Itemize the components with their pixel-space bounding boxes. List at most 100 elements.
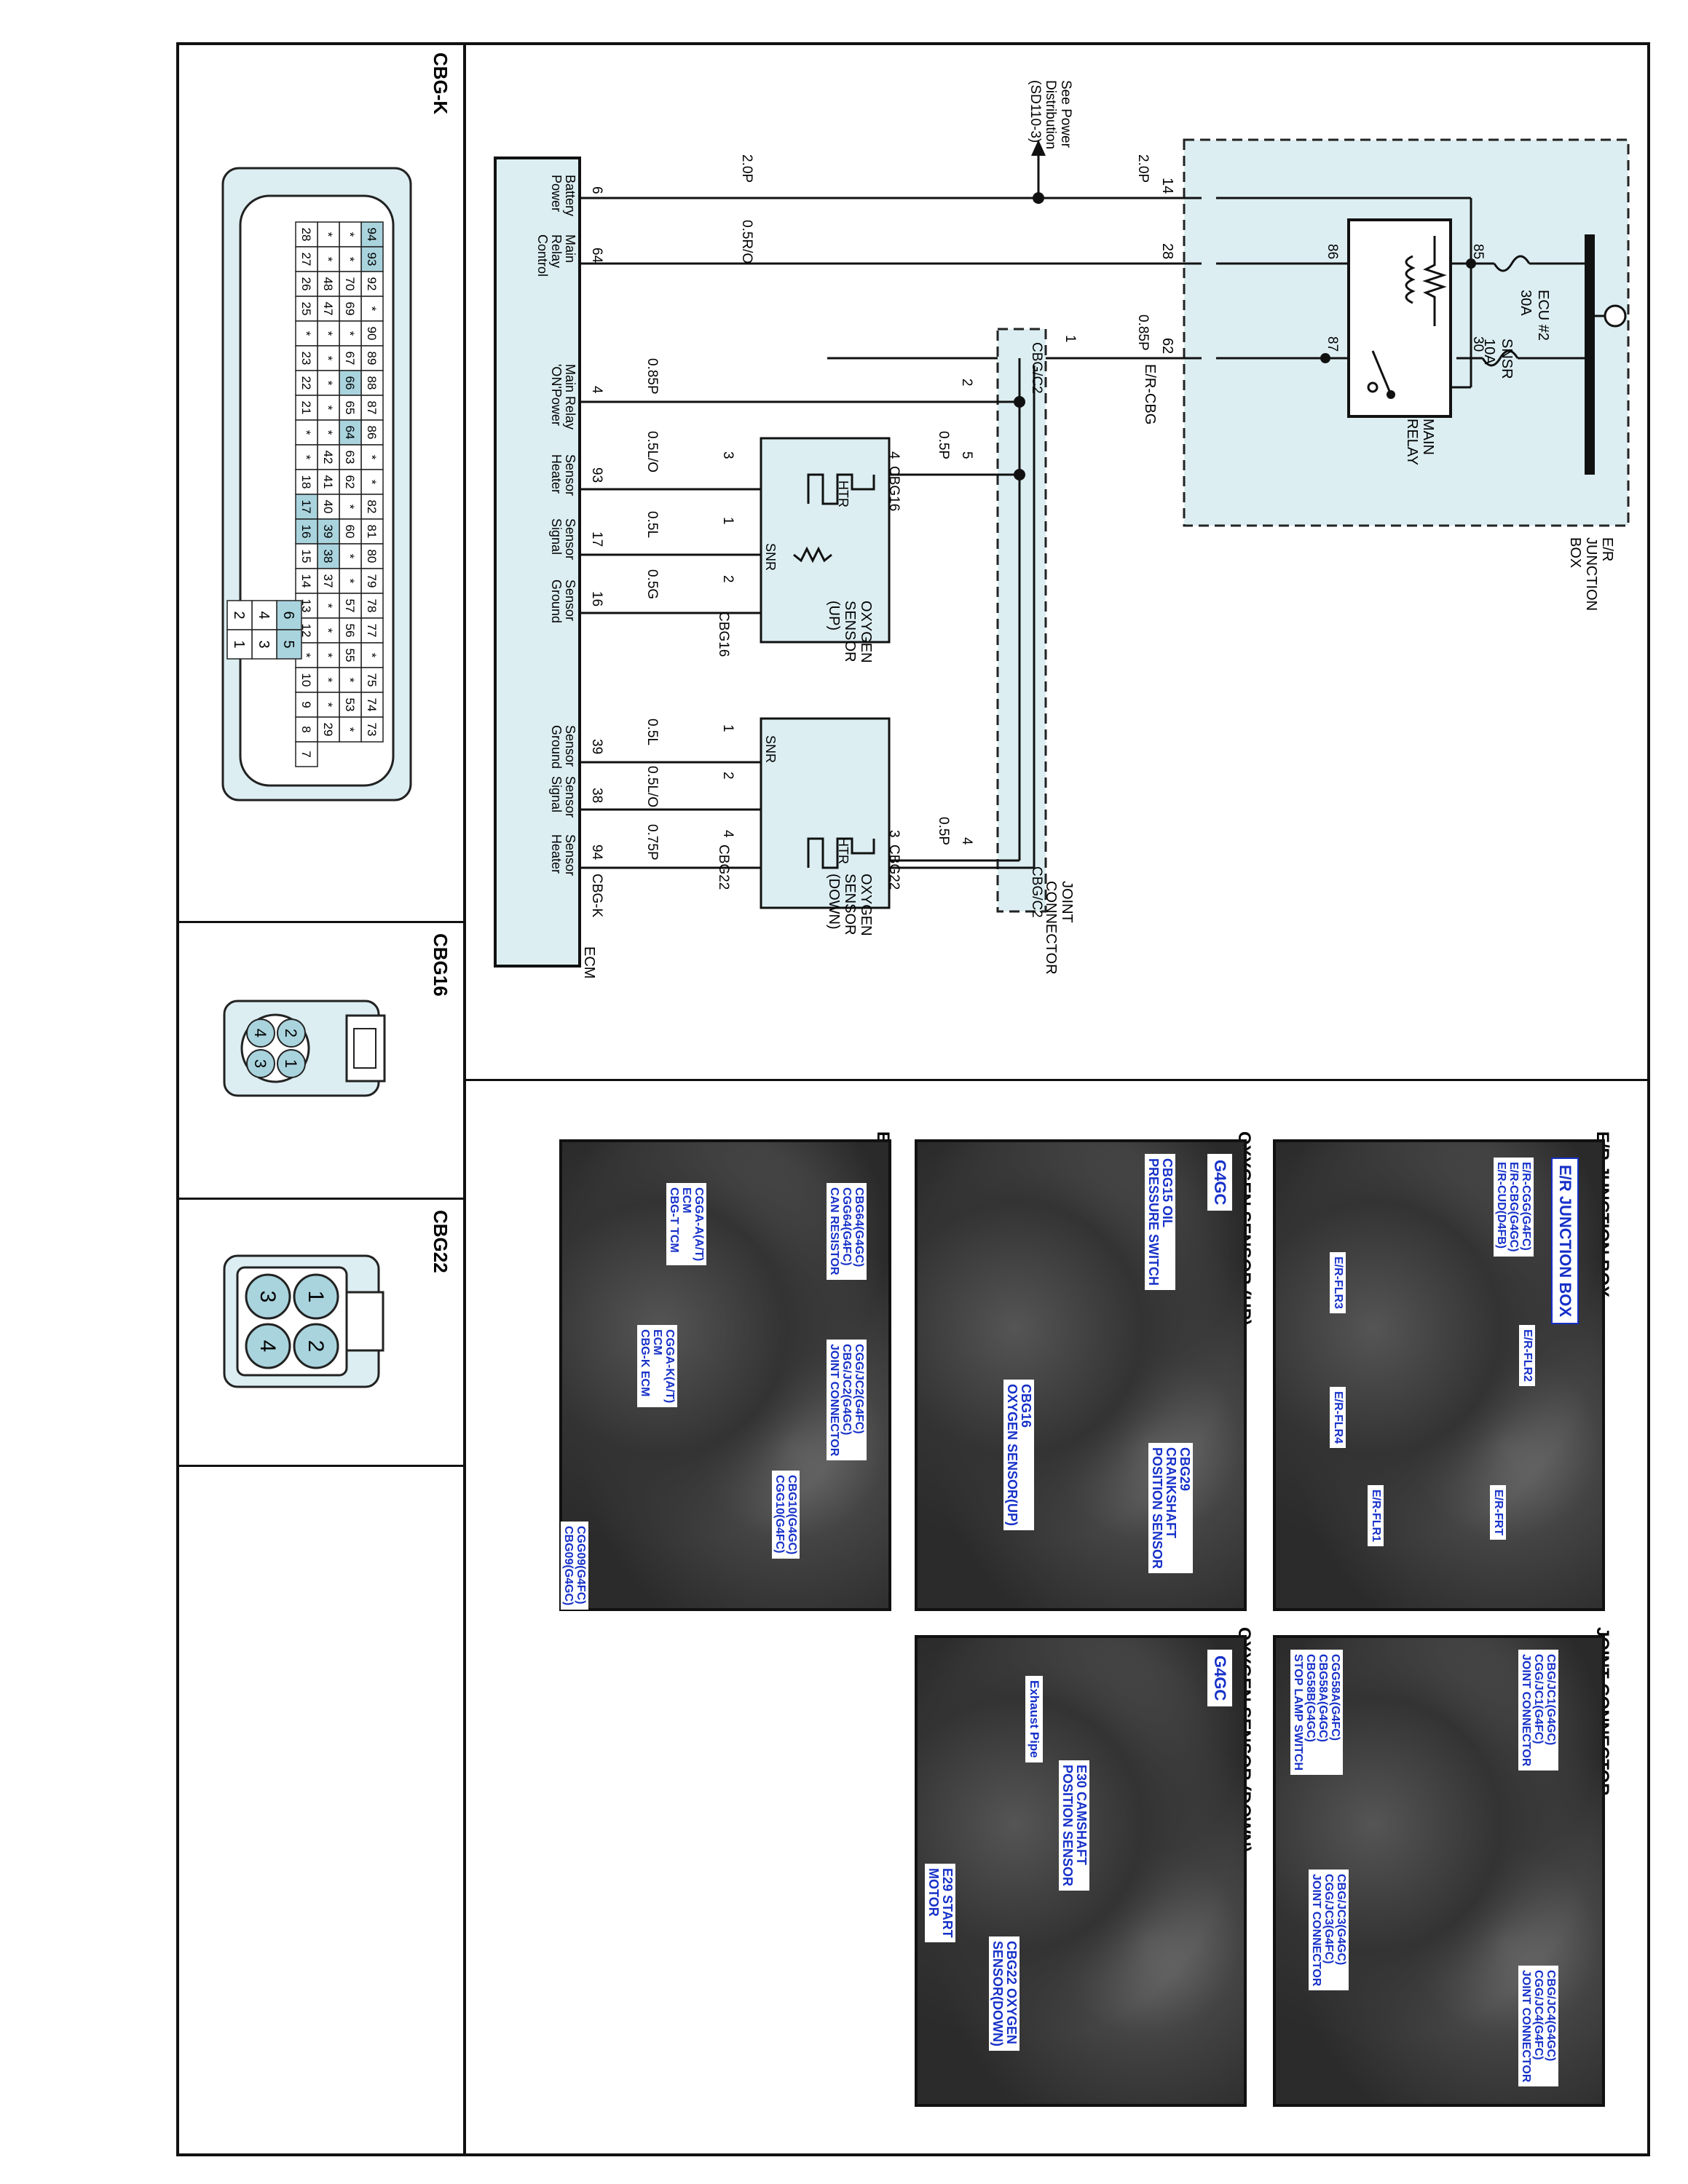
cbgk-side-pin-label: 3 [256,640,272,648]
cbgk-pin-label: 62 [343,475,357,489]
wire-4-spec: 0.85P [644,358,660,395]
cbgk-pin-label: 16 [299,525,313,539]
cbg22-title: CBG22 [430,1210,451,1273]
photo-er-junction-box [1273,1139,1605,1611]
cbgk-pin-label: 87 [365,401,379,415]
wire-38-spec: 0.5L/O [644,766,660,808]
cbgk-pin-label: 12 [299,624,313,638]
cbgk-pin-cell [360,246,384,272]
callout-e29: E29 START MOTOR [925,1864,955,1942]
cbgk-pin-label: 48 [321,277,335,291]
cbgk-pin-label: 64 [343,426,357,440]
wire-94-spec: 0.75P [644,824,660,860]
callout-o2-down-tag: G4GC [1207,1650,1232,1707]
callout-cbg-jc4: CBG/JC4(G4GC) CGG/JC4(G4FC) JOINT CONNEC… [1518,1966,1558,2087]
ecm-pin: 64 [589,248,604,264]
cbgk-pin-label: 15 [299,550,313,563]
cbgk-pin-label: 38 [321,550,335,563]
cbgk-pin-label: * [321,653,335,658]
wire-93-spec: 0.5L/O [644,431,660,473]
o2-down-pin-3: 3 [886,830,902,838]
cbgk-pin-cell [295,518,318,545]
power-dist-note: See Power Distribution (SD110-3) [1028,80,1073,150]
callout-er-flr3: E/R-FLR3 [1330,1252,1346,1313]
cbgk-pin-cell [295,221,318,248]
callout-cbg22: CBG22 OXYGEN SENSOR(DOWN) [989,1936,1019,2051]
cbgk-pin-cell [295,692,318,718]
cbg22-pin-label: 1 [304,1291,328,1303]
joint-connector-outline [996,328,1047,913]
cbgk-pin-cell [360,271,384,297]
o2-up-label: OXYGEN SENSOR (UP) [826,601,874,663]
callout-er-frt: E/R-FRT [1490,1485,1506,1540]
cbgk-pin-label: 56 [343,624,357,638]
cbgk-pin-cell [295,716,318,743]
ecu-fuse-label: ECU #2 [1535,290,1551,341]
o2-down-snr: SNR [763,735,778,764]
cbgk-pin-cell [295,741,318,767]
cbgk-pin-cell [295,444,318,470]
wire-14-spec: 2.0P [1135,154,1151,183]
o2-up-connector-bottom: CBG16 [716,612,731,657]
o2-down-pin-2: 2 [720,772,735,780]
cbgk-pin-cell [339,667,362,693]
cbgk-pin-label: * [321,604,335,609]
cbgk-pin-label: * [343,554,357,559]
cbgk-pin-label: 40 [321,500,335,514]
cbgk-pin-cell [317,716,340,743]
callout-cgg09: CGG09(G4FC) CBG09(G4GC) [561,1522,588,1610]
jb-pin-62: 62 [1159,338,1175,355]
ecm-connector: CBG-K [589,874,604,918]
cbgk-pin-label: 77 [365,624,379,638]
cbgk-side-pin-cell [226,629,253,660]
o2-down-pin-1: 1 [720,724,735,732]
ecm-pin: 94 [589,844,604,860]
o2-up-snr: SNR [763,543,778,571]
cbgk-pin-label: * [343,505,357,510]
cbgk-pin-cell [317,320,340,347]
callout-cgg-jc2: CGG/JC2(G4FC) CBG/JC2(G4GC) JOINT CONNEC… [827,1340,867,1461]
panel-divider-3 [176,1465,465,1467]
junction-box-label: E/R JUNCTION BOX [1567,537,1615,612]
cbgk-pin-label: 23 [299,352,313,365]
o2-up-pin-4: 4 [886,451,902,459]
cbgk-pin-cell [360,469,384,495]
wire-17-spec: 0.5L [644,511,660,538]
cbgk-side-pin-label: 4 [256,611,272,619]
cbgk-pin-label: 80 [365,550,379,563]
ecm-pin-label: Sensor Signal [549,518,577,561]
relay-pin-87: 87 [1325,336,1340,352]
cbgk-pin-label: 8 [299,726,313,732]
jb-pin-14: 14 [1159,178,1175,194]
jc-pin-2: 2 [959,379,974,387]
o2-up-pin-2: 2 [720,575,735,583]
cbgk-pin-label: * [343,579,357,584]
cbgk-pin-label: 67 [343,352,357,365]
cbgk-pin-label: 88 [365,376,379,390]
callout-cgga-a: CGGA-A(A/T) ECM CBG-T TCM [666,1183,706,1266]
cbgk-pin-cell [317,617,340,644]
joint-connector-label: JOINT CONNECTOR [1043,881,1075,975]
ecm-pin: 93 [589,467,604,483]
o2-down-connector-bottom: CBG22 [716,844,731,890]
schematic-photo-divider [463,1079,1650,1081]
callout-cbg-jc3: CBG/JC3(G4GC) CGG/JC3(G4FC) JOINT CONNEC… [1309,1870,1349,1991]
cbgk-pin-cell [295,345,318,371]
cbgk-pin-label: 10 [299,673,313,687]
jb-pin-28: 28 [1159,243,1175,260]
cbg22-connector-face: 1 2 3 4 [223,1254,384,1388]
cbgk-pin-label: * [343,727,357,732]
cbgk-pin-cell [339,617,362,644]
o2-down-pin-4: 4 [720,830,735,838]
cbgk-pin-label: * [365,480,379,485]
cbgk-pin-label: 86 [365,426,379,440]
cbgk-connector-face: 949392*9089888786**828180797877*757473**… [221,167,412,802]
cbgk-pin-label: * [321,430,335,435]
cbgk-pin-cell [295,246,318,272]
cbgk-pin-cell [317,221,340,248]
ecm-pin-label: Sensor Ground [549,579,577,624]
cbgk-pin-cell [295,370,318,396]
cbgk-pin-label: 69 [343,302,357,316]
cbgk-pin-label: 55 [343,649,357,662]
